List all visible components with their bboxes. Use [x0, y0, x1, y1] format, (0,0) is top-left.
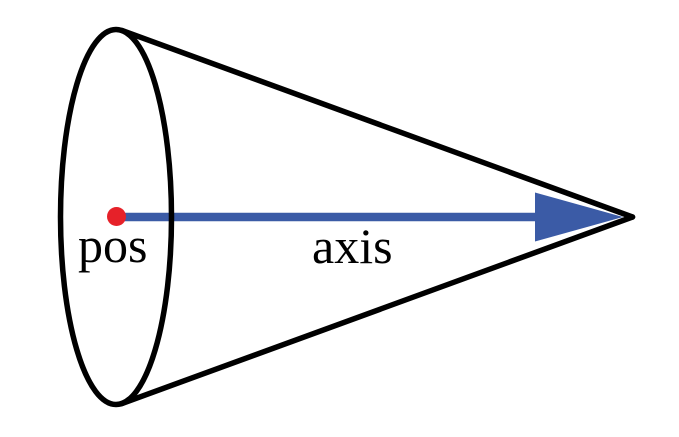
axis-label: axis	[312, 218, 393, 274]
axis-arrowhead-icon	[535, 192, 623, 242]
cone-upper-edge	[119, 27, 636, 220]
pos-label: pos	[78, 217, 147, 273]
position-dot	[107, 207, 126, 226]
cone-base-ellipse	[57, 26, 175, 408]
cone-lower-edge	[119, 214, 636, 407]
